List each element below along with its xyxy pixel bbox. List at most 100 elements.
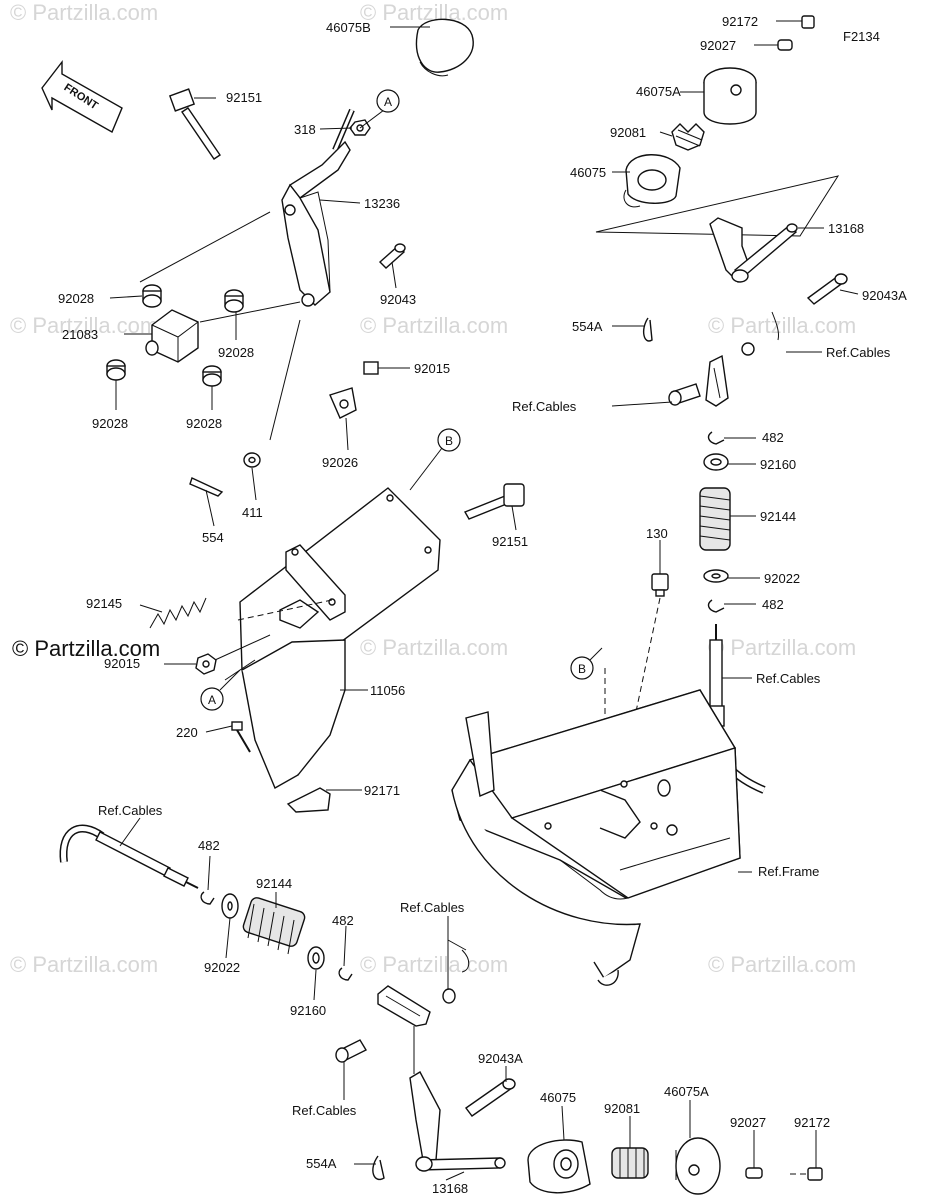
watermark-text-prominent: © Partzilla.com [12, 636, 160, 661]
label-92043A: 92043A [478, 1051, 523, 1066]
washer-92027-bottom-icon [745, 1167, 763, 1179]
washer-92027-top-icon [777, 39, 793, 51]
housing-46075-top-icon [623, 154, 681, 208]
pin-92043A-top-icon [806, 273, 848, 305]
label-482: 482 [762, 597, 784, 612]
clip-92026-icon [329, 387, 357, 419]
label-ref-cables: Ref.Cables [400, 900, 465, 915]
nut-92015-icon [363, 361, 379, 375]
label-92172: 92172 [722, 14, 758, 29]
cotter-pin-554A-bottom-icon [372, 1155, 385, 1181]
label-554A: 554A [572, 319, 603, 334]
label-92171: 92171 [364, 783, 400, 798]
label-411: 411 [242, 505, 263, 520]
label-92027: 92027 [730, 1115, 766, 1130]
label-46075A: 46075A [636, 84, 681, 99]
watermark-text: © Partzilla.com [708, 313, 856, 338]
bolt-92151-mid-icon [463, 483, 525, 520]
pin-92043-icon [378, 243, 406, 269]
label-92043: 92043 [380, 292, 416, 307]
bolt-130-icon [651, 573, 669, 597]
bushing-92028-icon [142, 284, 162, 308]
label-482: 482 [762, 430, 784, 445]
label-554A: 554A [306, 1156, 337, 1171]
e-clip-482-mid-icon [338, 967, 353, 981]
label-482: 482 [332, 913, 354, 928]
screw-92172-top-icon [801, 15, 815, 29]
clip-ref-cables-bottom-icon [442, 949, 470, 1004]
watermark-text: © Partzilla.com [360, 313, 508, 338]
bolt-92151-top-icon [168, 88, 221, 160]
housing-46075-bottom-icon [527, 1139, 591, 1194]
label-92027: 92027 [700, 38, 736, 53]
label-92022: 92022 [764, 571, 800, 586]
screw-92172-bottom-icon [790, 1167, 823, 1181]
spring-92081-top-icon [671, 123, 705, 151]
label-92028: 92028 [218, 345, 254, 360]
label-92081: 92081 [610, 125, 646, 140]
cap-46075A-bottom-icon [675, 1137, 721, 1195]
label-92043A: 92043A [862, 288, 907, 303]
cable-end-left-icon [59, 824, 199, 889]
label-92151: 92151 [226, 90, 262, 105]
part-labels: 46075B 92151 318 13236 92043 92028 21083… [58, 14, 907, 1196]
label-92160: 92160 [760, 457, 796, 472]
watermark-text: © Partzilla.com [10, 952, 158, 977]
washer-92022-left-icon [221, 893, 239, 919]
label-ref-cables: Ref.Cables [826, 345, 891, 360]
pin-ref-cables-bottom-icon [335, 1039, 367, 1063]
label-220: 220 [176, 725, 198, 740]
label-11056: 11056 [370, 683, 405, 698]
cotter-pin-554A-top-icon [642, 317, 653, 342]
clip-ref-cables-icon [741, 311, 779, 356]
label-ref-cables: Ref.Cables [512, 399, 577, 414]
label-21083: 21083 [62, 327, 98, 342]
washer-411-icon [243, 452, 261, 468]
lever-13236-icon [281, 108, 355, 307]
cap-46075A-top-icon [703, 67, 757, 125]
label-ref-cables: Ref.Cables [98, 803, 163, 818]
spring-92144-top-icon [699, 487, 731, 551]
svg-text:A: A [384, 95, 392, 109]
bushing-92028-icon [202, 365, 222, 387]
callout-b-top: B [409, 428, 461, 491]
label-92015: 92015 [104, 656, 140, 671]
front-arrow-icon: FRONT [41, 59, 123, 133]
label-ref-cables: Ref.Cables [756, 671, 821, 686]
spring-92081-bottom-icon [611, 1147, 649, 1179]
leader-lines [109, 20, 859, 1181]
cotter-pin-554-icon [189, 477, 224, 497]
watermark-text: © Partzilla.com [10, 0, 158, 25]
washer-92160-top-icon [703, 453, 729, 471]
label-92026: 92026 [322, 455, 358, 470]
arm-13168-top-icon [709, 217, 798, 284]
arm-13168-bottom-icon [409, 1071, 506, 1172]
label-92151: 92151 [492, 534, 528, 549]
spring-92144-left-icon [242, 897, 306, 955]
label-46075: 46075 [540, 1090, 576, 1105]
label-554: 554 [202, 530, 224, 545]
label-482: 482 [198, 838, 220, 853]
label-92144: 92144 [256, 876, 292, 891]
label-92022: 92022 [204, 960, 240, 975]
bushing-92028-icon [106, 359, 126, 381]
bracket-21083-icon [145, 309, 199, 363]
svg-text:A: A [208, 693, 216, 707]
watermark-text: © Partzilla.com [708, 952, 856, 977]
label-92160: 92160 [290, 1003, 326, 1018]
label-318: 318 [294, 122, 316, 137]
screw-220-icon [231, 721, 251, 753]
svg-text:B: B [445, 434, 453, 448]
label-46075A: 46075A [664, 1084, 709, 1099]
clevis-bottom-icon [377, 985, 431, 1027]
callout-a-bottom: A [200, 669, 241, 711]
label-46075: 46075 [570, 165, 606, 180]
watermarks: © Partzilla.com © Partzilla.com © Partzi… [10, 0, 856, 977]
label-92028: 92028 [92, 416, 128, 431]
watermark-text: © Partzilla.com [708, 635, 856, 660]
callout-b-right: B [570, 647, 603, 680]
label-92144: 92144 [760, 509, 796, 524]
washer-92160-left-icon [307, 946, 325, 970]
diagram-code: F2134 [843, 29, 880, 44]
